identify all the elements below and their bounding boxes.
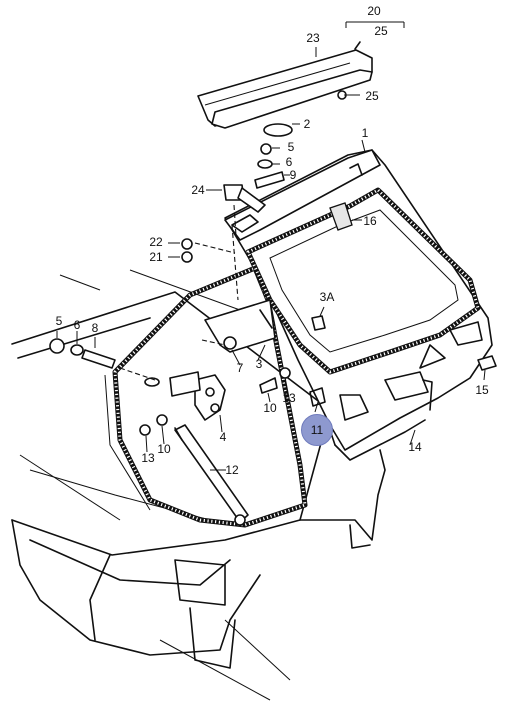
callout-13-left: 13 (141, 451, 155, 465)
spoiler (197, 41, 373, 129)
callout-5-left: 5 (55, 314, 63, 328)
callout-14: 14 (408, 440, 422, 454)
gas-strut (174, 424, 249, 526)
callout-9: 9 (289, 168, 297, 182)
callout-3: 3 (255, 357, 263, 371)
callout-23: 23 (306, 31, 320, 45)
callout-8: 8 (91, 321, 99, 335)
callout-22: 22 (149, 235, 163, 249)
body-opening-seal (104, 265, 308, 528)
highlighted-part-marker[interactable]: 11 (301, 414, 333, 446)
callout-21: 21 (149, 250, 163, 264)
callout-25: 25 (365, 89, 379, 103)
callout-6-left: 6 (73, 318, 81, 332)
tailgate-top (224, 149, 381, 241)
hinge-bracket-center (204, 299, 276, 353)
callout-20: 20 (367, 4, 381, 18)
hardware-small-parts (181, 90, 347, 263)
callout-3a: 3A (319, 290, 335, 304)
callout-6-top: 6 (285, 155, 293, 169)
callout-15: 15 (475, 383, 489, 397)
cap-part (263, 123, 293, 137)
bracket-15 (477, 355, 497, 371)
callout-25-top: 25 (374, 24, 388, 38)
callout-24: 24 (191, 183, 205, 197)
callout-4: 4 (219, 430, 227, 444)
bolts-left (49, 338, 291, 436)
callout-2: 2 (303, 117, 311, 131)
callout-10-left: 10 (157, 442, 171, 456)
tailgate-panel (224, 149, 493, 461)
callout-7: 7 (236, 361, 244, 375)
car-body-outline (11, 291, 386, 701)
leader-lines (56, 21, 486, 471)
callout-10-right: 10 (263, 401, 277, 415)
callout-13-right: 13 (282, 391, 296, 405)
callout-16: 16 (363, 214, 377, 228)
bolt-3a (311, 315, 326, 331)
hinge-bracket-left (144, 371, 226, 421)
callout-11: 11 (310, 423, 324, 437)
callout-12: 12 (225, 463, 239, 477)
callout-5-top: 5 (287, 140, 295, 154)
callout-1: 1 (361, 126, 369, 140)
